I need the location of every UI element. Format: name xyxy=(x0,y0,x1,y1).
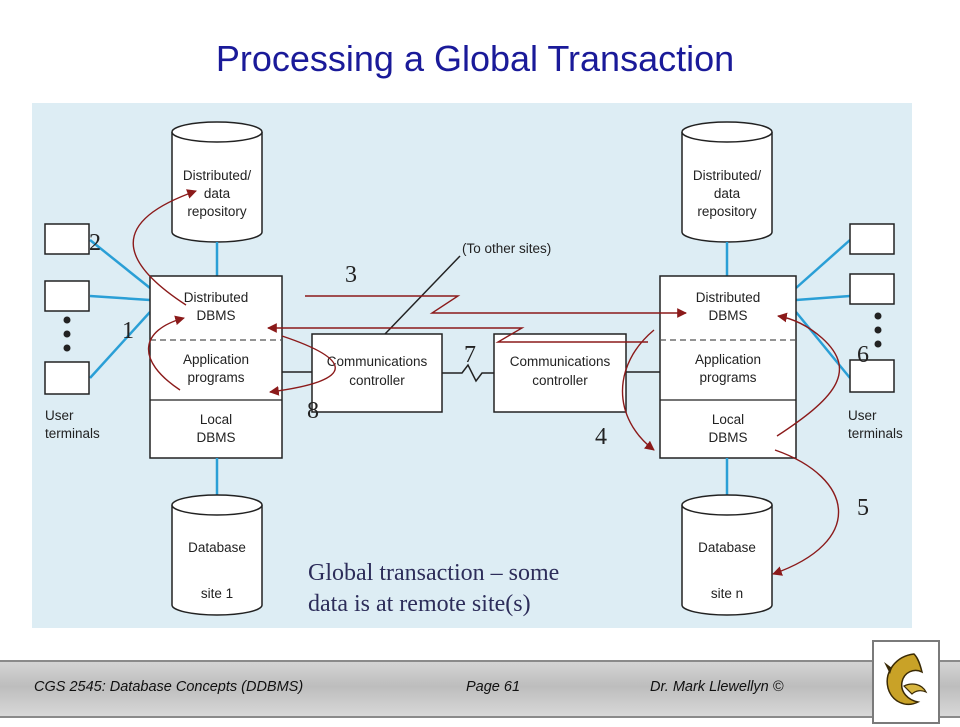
site1-local-dbms-label-2: DBMS xyxy=(196,430,235,445)
note-line-2: data is at remote site(s) xyxy=(308,591,531,617)
footer-page: Page 61 xyxy=(466,679,521,695)
arrow-step-4 xyxy=(621,329,655,451)
site1-distributed-dbms-label-2: DBMS xyxy=(196,308,235,323)
site1-terminal-links xyxy=(89,239,151,379)
siten-terminal-2 xyxy=(849,273,895,305)
step-arrows xyxy=(132,189,841,576)
site1-comm-label-2: controller xyxy=(349,373,405,388)
siten-repository-label-1: Distributed/ xyxy=(693,168,762,183)
arrow-step-6 xyxy=(776,312,841,437)
step-label-7: 7 xyxy=(464,342,476,368)
site1-terminals-label-2: terminals xyxy=(45,426,100,441)
site1-database-label-1: Database xyxy=(188,540,246,555)
arrow-step-2 xyxy=(132,189,197,306)
siten-distributed-dbms-label-1: Distributed xyxy=(696,290,761,305)
siten-terminal-3 xyxy=(849,359,895,393)
footer-bar: CGS 2545: Database Concepts (DDBMS) Page… xyxy=(0,660,960,718)
siten-application-label-1: Application xyxy=(695,352,761,367)
arrow-step-3 xyxy=(305,295,687,318)
site1-dbms-box xyxy=(149,275,283,459)
siten-database-label-1: Database xyxy=(698,540,756,555)
siten-distributed-dbms-label-2: DBMS xyxy=(708,308,747,323)
other-sites-label: (To other sites) xyxy=(462,241,551,256)
siten-comm-label-2: controller xyxy=(532,373,588,388)
site1-distributed-dbms-label-1: Distributed xyxy=(184,290,249,305)
siten-database-cylinder xyxy=(681,494,773,616)
step-label-8: 8 xyxy=(307,398,319,424)
slide-title: Processing a Global Transaction xyxy=(215,38,735,79)
step-label-4: 4 xyxy=(595,424,607,450)
site1-application-label-2: programs xyxy=(187,370,244,385)
site1-comm-label-1: Communications xyxy=(327,354,428,369)
network-links xyxy=(282,255,660,383)
pegasus-logo-icon xyxy=(884,653,928,706)
step-label-3: 3 xyxy=(345,262,357,288)
siten-repository-label-2: data xyxy=(714,186,741,201)
siten-terminal-1 xyxy=(849,223,895,255)
step-label-6: 6 xyxy=(857,342,869,368)
ucf-pegasus-logo xyxy=(872,640,940,724)
site1-terminal-ellipsis xyxy=(63,316,71,352)
site1-repository-label-2: data xyxy=(204,186,231,201)
site1-terminals-label-1: User xyxy=(45,408,74,423)
siten-local-dbms-label-2: DBMS xyxy=(708,430,747,445)
siten-database-label-2: site n xyxy=(711,586,743,601)
siten-terminals-label-2: terminals xyxy=(848,426,903,441)
site1-database-cylinder xyxy=(171,494,263,616)
siten-terminal-ellipsis xyxy=(874,312,882,348)
site1-terminal-2 xyxy=(44,280,90,312)
siten-terminals-label-1: User xyxy=(848,408,877,423)
siten-terminal-links xyxy=(795,239,851,379)
footer-author: Dr. Mark Llewellyn © xyxy=(650,679,784,695)
note-line-1: Global transaction – some xyxy=(308,560,560,586)
arrow-step-1 xyxy=(147,315,185,391)
site1-database-label-2: site 1 xyxy=(201,586,233,601)
arrow-step-5 xyxy=(772,449,840,576)
site1-local-dbms-label-1: Local xyxy=(200,412,232,427)
siten-dbms-box xyxy=(659,275,797,459)
siten-repository-cylinder xyxy=(681,121,773,243)
siten-comm-controller xyxy=(493,333,627,413)
arrow-step-8 xyxy=(269,335,336,396)
step-label-1: 1 xyxy=(122,318,134,344)
site1-application-label-1: Application xyxy=(183,352,249,367)
step-label-5: 5 xyxy=(857,495,869,521)
site1-repository-label-3: repository xyxy=(187,204,247,219)
site1-repository-label-1: Distributed/ xyxy=(183,168,252,183)
siten-application-label-2: programs xyxy=(699,370,756,385)
site1-terminal-3 xyxy=(44,361,90,395)
step-label-2: 2 xyxy=(89,230,101,256)
arrow-step-7 xyxy=(267,323,648,343)
siten-comm-label-1: Communications xyxy=(510,354,611,369)
global-transaction-note: Global transaction – some data is at rem… xyxy=(308,558,559,620)
footer-course: CGS 2545: Database Concepts (DDBMS) xyxy=(34,679,304,695)
siten-repository-label-3: repository xyxy=(697,204,757,219)
site1-terminal-1 xyxy=(44,223,90,255)
siten-local-dbms-label-1: Local xyxy=(712,412,744,427)
